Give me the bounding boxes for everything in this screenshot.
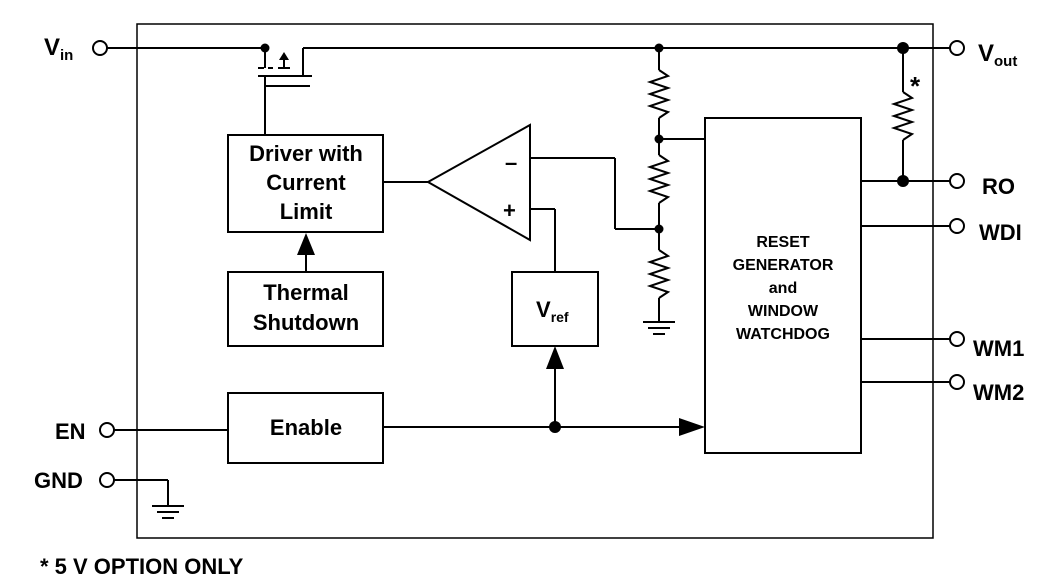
enable-label: Enable	[270, 415, 342, 440]
up-arrow-icon	[546, 346, 564, 369]
pin-wdi: WDI	[949, 218, 1022, 245]
thermal-label-line1: Thermal	[263, 280, 349, 305]
gnd-label: GND	[34, 468, 83, 493]
driver-box	[227, 134, 384, 233]
pin-vout: Vout	[949, 40, 1017, 70]
pin-wm2: WM2	[949, 374, 1024, 405]
pin-en: EN	[55, 419, 115, 444]
junction-dot	[654, 134, 664, 144]
body-arrow-icon	[279, 52, 289, 60]
pin-gnd: GND	[34, 468, 115, 493]
ro-terminal	[949, 173, 965, 189]
opamp-triangle	[425, 123, 531, 242]
vin-terminal	[92, 40, 108, 56]
right-arrow-icon	[679, 418, 705, 436]
vref-block: Vref	[511, 271, 599, 427]
reset-label-line3: and	[769, 280, 797, 297]
reset-label-line1: RESET	[756, 234, 810, 251]
wm2-label: WM2	[973, 380, 1024, 405]
ro-label: RO	[982, 174, 1015, 199]
feedback-divider	[643, 43, 705, 335]
wm1-terminal	[949, 331, 965, 347]
up-arrow-icon	[297, 233, 315, 255]
gnd-terminal	[99, 472, 115, 488]
junction-dot	[654, 43, 664, 53]
pin-ro: RO	[949, 173, 1015, 199]
pullup-resistor: *	[890, 42, 921, 187]
driver-label-line2: Current	[266, 170, 346, 195]
reset-label-line2: GENERATOR	[733, 257, 834, 274]
gnd-connection	[114, 479, 184, 519]
thermal-block: Thermal Shutdown	[227, 233, 384, 347]
junction-dot	[654, 224, 664, 234]
resistor-r2-icon	[646, 154, 672, 204]
en-terminal	[99, 422, 115, 438]
vin-label: Vin	[44, 34, 73, 64]
thermal-box	[227, 271, 384, 347]
resistor-r3-icon	[646, 249, 672, 299]
wdi-label: WDI	[979, 220, 1022, 245]
opamp-minus-label: –	[505, 150, 517, 175]
reset-label-line5: WATCHDOG	[736, 326, 830, 343]
pin-wm1: WM1	[949, 331, 1024, 361]
wdi-terminal	[949, 218, 965, 234]
vref-label: Vref	[536, 297, 569, 325]
driver-block: Driver with Current Limit	[227, 134, 384, 233]
enable-block: Enable	[114, 392, 705, 464]
reset-box	[704, 117, 862, 454]
pass-transistor	[107, 43, 950, 135]
vout-terminal	[949, 40, 965, 56]
en-label: EN	[55, 419, 86, 444]
wm1-label: WM1	[973, 336, 1024, 361]
driver-label-line3: Limit	[280, 199, 333, 224]
reset-block: RESET GENERATOR and WINDOW WATCHDOG	[704, 117, 950, 454]
thermal-label-line2: Shutdown	[253, 310, 359, 335]
asterisk-note: *	[910, 71, 921, 101]
chip-boundary	[136, 23, 934, 539]
error-amplifier: – +	[383, 123, 659, 272]
junction-dot	[260, 43, 270, 53]
enable-box	[227, 392, 384, 464]
junction-dot	[897, 42, 909, 54]
footnote: * 5 V OPTION ONLY	[40, 554, 244, 579]
vout-label: Vout	[978, 40, 1017, 70]
resistor-r1-icon	[646, 69, 672, 119]
junction-dot	[549, 421, 561, 433]
resistor-pullup-icon	[890, 91, 916, 141]
opamp-plus-label: +	[503, 198, 516, 223]
reset-label-line4: WINDOW	[748, 303, 819, 320]
pin-vin: Vin	[44, 34, 108, 64]
driver-label-line1: Driver with	[249, 141, 363, 166]
wm2-terminal	[949, 374, 965, 390]
